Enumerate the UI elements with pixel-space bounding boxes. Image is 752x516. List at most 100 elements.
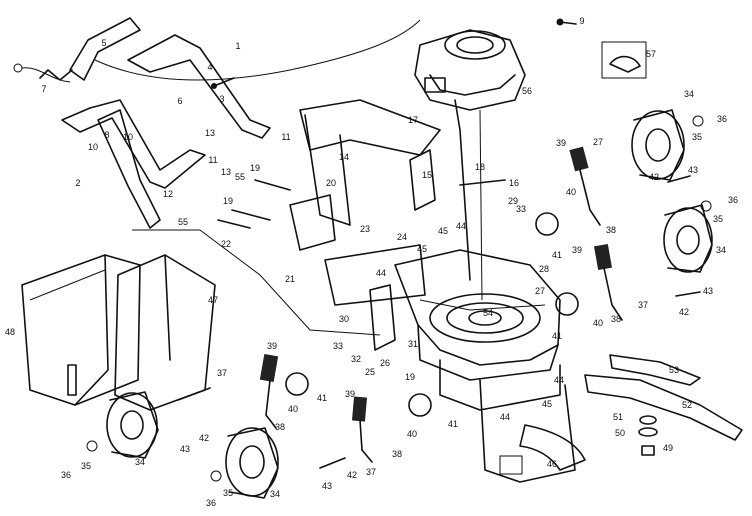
callout-c45c: 45 — [542, 399, 552, 409]
callout-c34b: 34 — [716, 245, 726, 255]
callout-c48: 48 — [5, 327, 15, 337]
callout-c53: 53 — [669, 365, 679, 375]
callout-c43a: 43 — [688, 165, 698, 175]
callout-c42b: 42 — [679, 307, 689, 317]
callout-c17: 17 — [408, 115, 418, 125]
callout-c4: 4 — [207, 62, 212, 72]
callout-c9: 9 — [579, 16, 584, 26]
callout-c36b: 36 — [728, 195, 738, 205]
callout-c20: 20 — [326, 178, 336, 188]
callout-c19c: 19 — [405, 372, 415, 382]
callout-c39c: 39 — [267, 341, 277, 351]
callout-c15: 15 — [422, 170, 432, 180]
callout-c57: 57 — [646, 49, 656, 59]
mower-deck — [394, 249, 576, 483]
callout-c44d: 44 — [500, 412, 510, 422]
height-adjuster-levers — [259, 146, 623, 463]
callout-c31: 31 — [408, 339, 418, 349]
callout-c55a: 55 — [235, 172, 245, 182]
callout-c24: 24 — [397, 232, 407, 242]
callout-c44a: 44 — [456, 221, 466, 231]
callout-c18: 18 — [475, 162, 485, 172]
callout-c43d: 43 — [322, 481, 332, 491]
callout-c10b: 10 — [123, 132, 133, 142]
wheel-front-right — [225, 427, 279, 499]
callout-c37a: 37 — [638, 300, 648, 310]
callout-c34c: 34 — [135, 457, 145, 467]
callout-c54: 54 — [483, 308, 493, 318]
callout-c41c: 41 — [317, 393, 327, 403]
callout-c33b: 33 — [333, 341, 343, 351]
callout-c10a: 10 — [88, 142, 98, 152]
callout-c34d: 34 — [270, 489, 280, 499]
callout-c3: 3 — [219, 94, 224, 104]
callout-c55b: 55 — [178, 217, 188, 227]
callout-c6: 6 — [177, 96, 182, 106]
wheel-rear-top — [631, 109, 685, 181]
callout-c41b: 41 — [552, 331, 562, 341]
callout-c45a: 45 — [438, 226, 448, 236]
callout-c23: 23 — [360, 224, 370, 234]
callout-c22: 22 — [221, 239, 231, 249]
wheel-rear-middle — [663, 204, 713, 273]
callout-c40b: 40 — [593, 318, 603, 328]
callout-c36c: 36 — [61, 470, 71, 480]
callout-c34a: 34 — [684, 89, 694, 99]
callout-c14: 14 — [339, 152, 349, 162]
callout-c41d: 41 — [448, 419, 458, 429]
callout-c46: 46 — [547, 459, 557, 469]
callout-c39d: 39 — [345, 389, 355, 399]
callout-c28: 28 — [539, 264, 549, 274]
grass-catcher — [21, 254, 216, 411]
frame-brackets — [289, 99, 441, 351]
callout-c2: 2 — [75, 178, 80, 188]
callout-c40d: 40 — [407, 429, 417, 439]
callout-numbers: 1234567891010111112131314151617181919192… — [5, 16, 738, 508]
callout-c38a: 38 — [606, 225, 616, 235]
callout-c45b: 45 — [417, 244, 427, 254]
callout-c38b: 38 — [611, 314, 621, 324]
callout-c42d: 42 — [347, 470, 357, 480]
callout-c35b: 35 — [713, 214, 723, 224]
callout-c42a: 42 — [649, 172, 659, 182]
callout-c11b: 11 — [281, 132, 290, 142]
assembly-outline — [94, 19, 546, 336]
callout-c1: 1 — [235, 41, 240, 51]
callout-c5: 5 — [101, 38, 106, 48]
callout-c35a: 35 — [692, 132, 702, 142]
bag-bracket-inset — [601, 41, 647, 79]
engine — [414, 29, 526, 301]
callout-c35d: 35 — [223, 488, 233, 498]
callout-c47: 47 — [208, 295, 218, 305]
callout-c12: 12 — [163, 189, 173, 199]
callout-c44b: 44 — [376, 268, 386, 278]
callout-c27b: 27 — [535, 286, 545, 296]
callout-c8: 8 — [104, 130, 109, 140]
callout-c27a: 27 — [593, 137, 603, 147]
callout-c36a: 36 — [717, 114, 727, 124]
callout-c40c: 40 — [288, 404, 298, 414]
callout-c37b: 37 — [217, 368, 227, 378]
callout-c36d: 36 — [206, 498, 216, 508]
handle-assembly — [13, 17, 271, 229]
fasteners — [86, 18, 712, 482]
callout-c35c: 35 — [81, 461, 91, 471]
callout-c19b: 19 — [223, 196, 233, 206]
callout-c16: 16 — [509, 178, 519, 188]
callout-c26: 26 — [380, 358, 390, 368]
callout-c13a: 13 — [205, 128, 215, 138]
callout-c49: 49 — [663, 443, 673, 453]
callout-c40a: 40 — [566, 187, 576, 197]
discharge-chute — [499, 424, 586, 475]
callout-c42c: 42 — [199, 433, 209, 443]
callout-c43b: 43 — [703, 286, 713, 296]
callout-c52: 52 — [682, 400, 692, 410]
blade-assembly — [584, 354, 743, 456]
callout-c38d: 38 — [392, 449, 402, 459]
callout-c37c: 37 — [366, 467, 376, 477]
callout-c41a: 41 — [552, 250, 562, 260]
callout-c21: 21 — [285, 274, 295, 284]
callout-c32: 32 — [351, 354, 361, 364]
callout-c7: 7 — [41, 84, 46, 94]
